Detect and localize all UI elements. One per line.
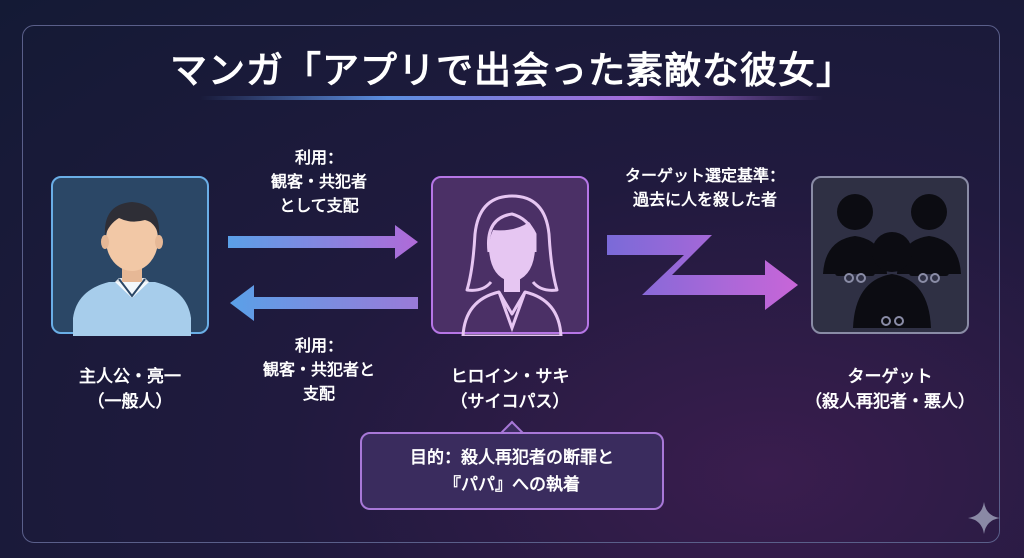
heroine-node xyxy=(431,176,589,336)
handcuffed-group-icon xyxy=(823,194,961,328)
woman-avatar-icon xyxy=(461,194,563,336)
target-name: ターゲット xyxy=(847,367,933,387)
purpose-line: 『パパ』への執着 xyxy=(444,475,580,495)
hero-node xyxy=(51,176,209,336)
arrow-heroine-to-target xyxy=(607,235,798,310)
heroine-role: （サイコパス） xyxy=(450,392,570,412)
edge-label-heroine-to-target: ターゲット選定基準： 過去に人を殺した者 xyxy=(590,164,820,212)
edge-label-line: 利用： xyxy=(294,148,343,167)
purpose-line: 目的：殺人再犯者の断罪と xyxy=(410,448,614,468)
edge-label-line: 観客・共犯者と xyxy=(262,360,375,379)
heroine-caption: ヒロイン・サキ （サイコパス） xyxy=(390,365,630,415)
hero-name: 主人公・亮一 xyxy=(79,367,181,387)
edge-label-line: 観客・共犯者 xyxy=(270,172,367,191)
arrow-heroine-to-hero xyxy=(230,285,418,321)
purpose-callout: 目的：殺人再犯者の断罪と 『パパ』への執着 xyxy=(360,432,664,510)
edge-label-line: 過去に人を殺した者 xyxy=(632,190,777,209)
diagram-frame xyxy=(22,25,1000,543)
title-underline xyxy=(200,96,824,100)
target-caption: ターゲット （殺人再犯者・悪人） xyxy=(760,365,1020,415)
target-role: （殺人再犯者・悪人） xyxy=(805,392,975,412)
hero-caption: 主人公・亮一 （一般人） xyxy=(10,365,250,415)
edge-label-line: 利用： xyxy=(294,336,343,355)
target-node xyxy=(811,176,969,334)
diagram-title: マンガ「アプリで出会った素敵な彼女」 xyxy=(170,49,854,92)
arrow-hero-to-heroine xyxy=(228,225,418,259)
edge-label-line: 支配 xyxy=(302,384,335,403)
edge-label-line: ターゲット選定基準： xyxy=(624,166,785,185)
edge-label-heroine-to-hero: 利用： 観客・共犯者と 支配 xyxy=(224,334,414,406)
man-avatar-icon xyxy=(73,202,191,336)
hero-role: （一般人） xyxy=(87,392,173,412)
sparkle-icon xyxy=(968,502,1000,534)
heroine-name: ヒロイン・サキ xyxy=(450,367,570,387)
edge-label-hero-to-heroine: 利用： 観客・共犯者 として支配 xyxy=(224,146,414,218)
edge-label-line: として支配 xyxy=(279,196,359,215)
